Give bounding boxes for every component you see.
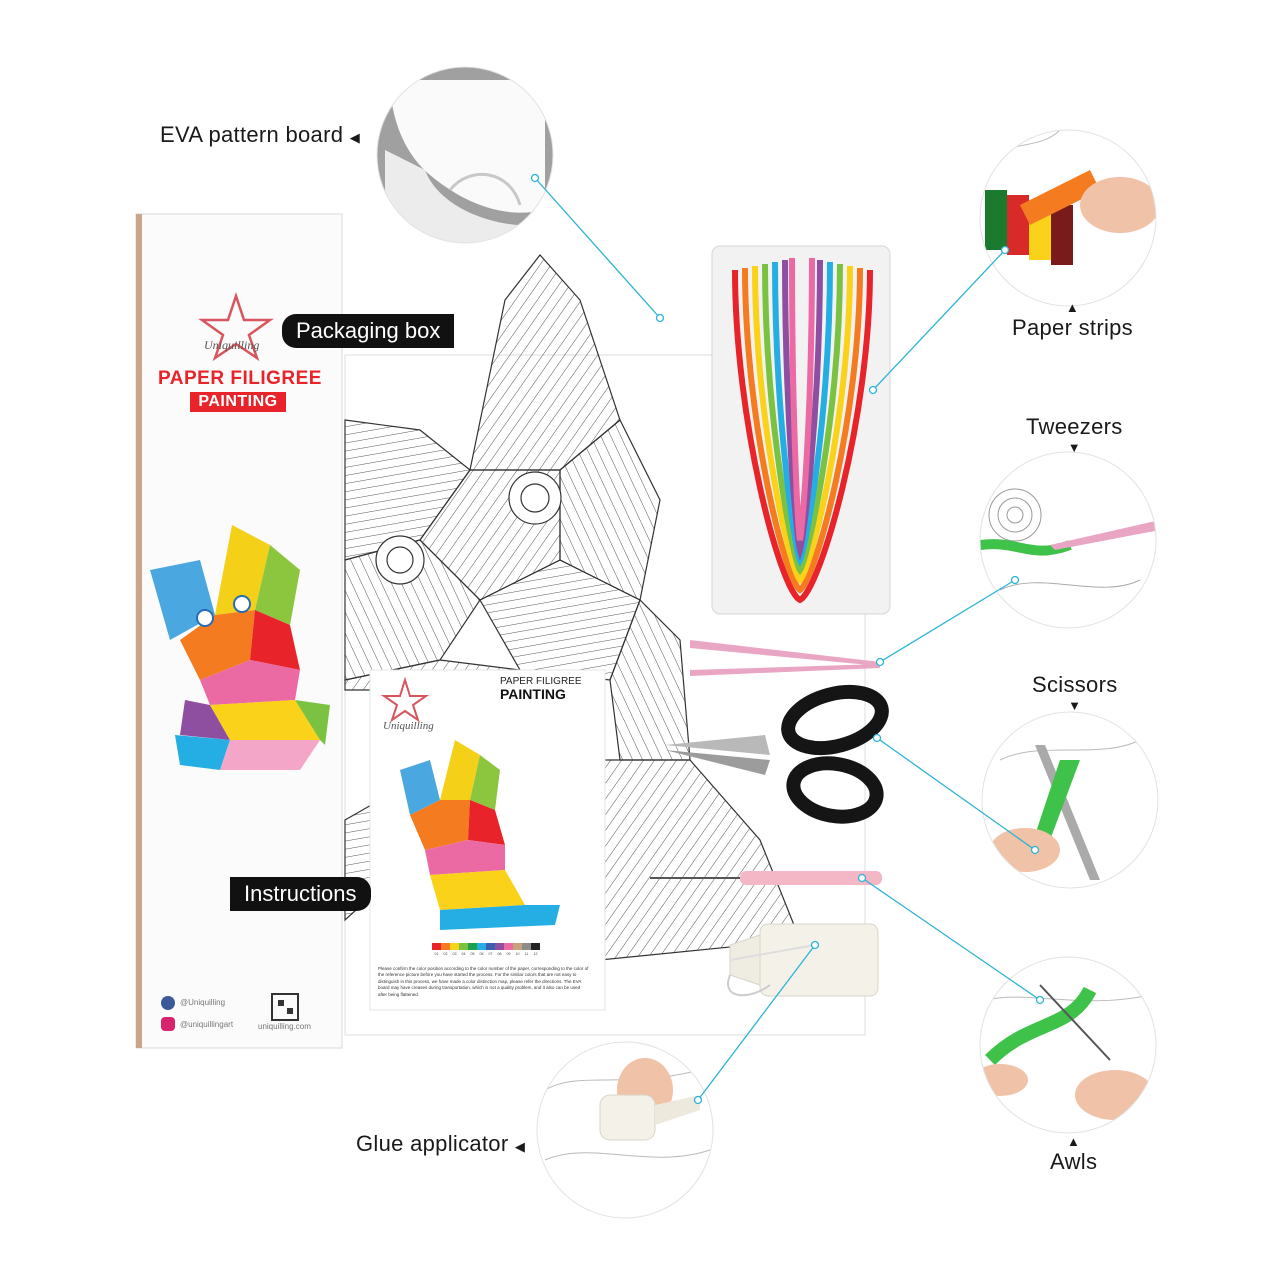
sheet-brand: Uniquilling	[383, 720, 434, 732]
awl-tool	[650, 871, 882, 885]
color-number: 10	[515, 952, 520, 956]
color-number: 09	[506, 952, 511, 956]
color-number: 11	[524, 952, 529, 956]
color-numbers-row: 01 02 03 04 05 06 07 08 09 10 11 12	[432, 952, 540, 956]
glue-label: Glue applicator ◀	[356, 1131, 525, 1157]
instructions-label: Instructions	[230, 877, 371, 911]
box-facebook: @Uniquilling	[180, 998, 226, 1007]
color-number: 07	[488, 952, 493, 956]
eva-label: EVA pattern board ◀	[160, 122, 360, 148]
qr-code-icon	[271, 993, 299, 1021]
awls-label-text: Awls	[1050, 1149, 1098, 1174]
sheet-star-logo-icon	[380, 676, 430, 723]
paper-strips-pack	[711, 245, 891, 615]
box-title-line2: PAINTING	[190, 392, 286, 412]
eva-inset	[377, 67, 553, 243]
color-number: 12	[533, 952, 538, 956]
sheet-title-line2: PAINTING	[500, 686, 566, 702]
tweezers-label-text: Tweezers	[1026, 414, 1123, 439]
scissors-label-text: Scissors	[1032, 672, 1118, 697]
color-number: 01	[434, 952, 439, 956]
colorful-cat-illustration	[150, 525, 330, 770]
color-number: 06	[479, 952, 484, 956]
tweezers-label: Tweezers ▼	[1026, 414, 1123, 455]
box-website: uniquilling.com	[258, 1022, 311, 1031]
strips-inset	[980, 130, 1156, 306]
triangle-down-icon: ▼	[1068, 698, 1082, 713]
color-number: 03	[452, 952, 457, 956]
scissors-label: Scissors ▼	[1032, 672, 1118, 713]
paper-strips-label: ▲ Paper strips	[1012, 300, 1133, 341]
triangle-up-icon: ▲	[1065, 300, 1080, 315]
paper-strips-label-text: Paper strips	[1012, 315, 1133, 340]
packaging-label: Packaging box	[282, 314, 455, 348]
callout-lines	[530, 173, 1045, 1105]
box-brand: Uniquilling	[204, 338, 260, 352]
color-number-bar	[432, 943, 540, 950]
box-title-line1: PAPER FILIGREE	[158, 368, 322, 389]
instruction-sheet-graphic	[369, 669, 606, 1011]
color-number: 04	[461, 952, 466, 956]
triangle-down-icon: ▼	[1067, 440, 1081, 455]
awls-label: ▲ Awls	[1050, 1134, 1097, 1175]
scissors-tool	[665, 684, 889, 824]
color-number: 08	[497, 952, 502, 956]
star-logo-icon	[198, 292, 274, 362]
scissors-inset	[982, 712, 1158, 888]
facebook-icon	[161, 996, 175, 1010]
cat-line-pattern	[344, 254, 801, 961]
triangle-up-icon: ▲	[1067, 1134, 1081, 1149]
tweezers-tool	[690, 640, 880, 676]
triangle-left-icon: ◀	[514, 1139, 526, 1154]
glue-label-text: Glue applicator	[356, 1131, 509, 1156]
glue-inset	[537, 1042, 713, 1218]
color-number: 02	[443, 952, 448, 956]
eva-label-text: EVA pattern board	[160, 122, 344, 147]
awls-inset	[980, 957, 1156, 1133]
sheet-title-line1: PAPER FILIGREE	[500, 676, 582, 687]
color-number: 05	[470, 952, 475, 956]
box-instagram: @uniquillingart	[180, 1020, 234, 1029]
sheet-note: Please confirm the color position accord…	[378, 966, 589, 997]
triangle-left-icon: ◀	[349, 130, 360, 145]
instagram-icon	[161, 1017, 175, 1031]
tweezers-inset	[980, 452, 1156, 628]
